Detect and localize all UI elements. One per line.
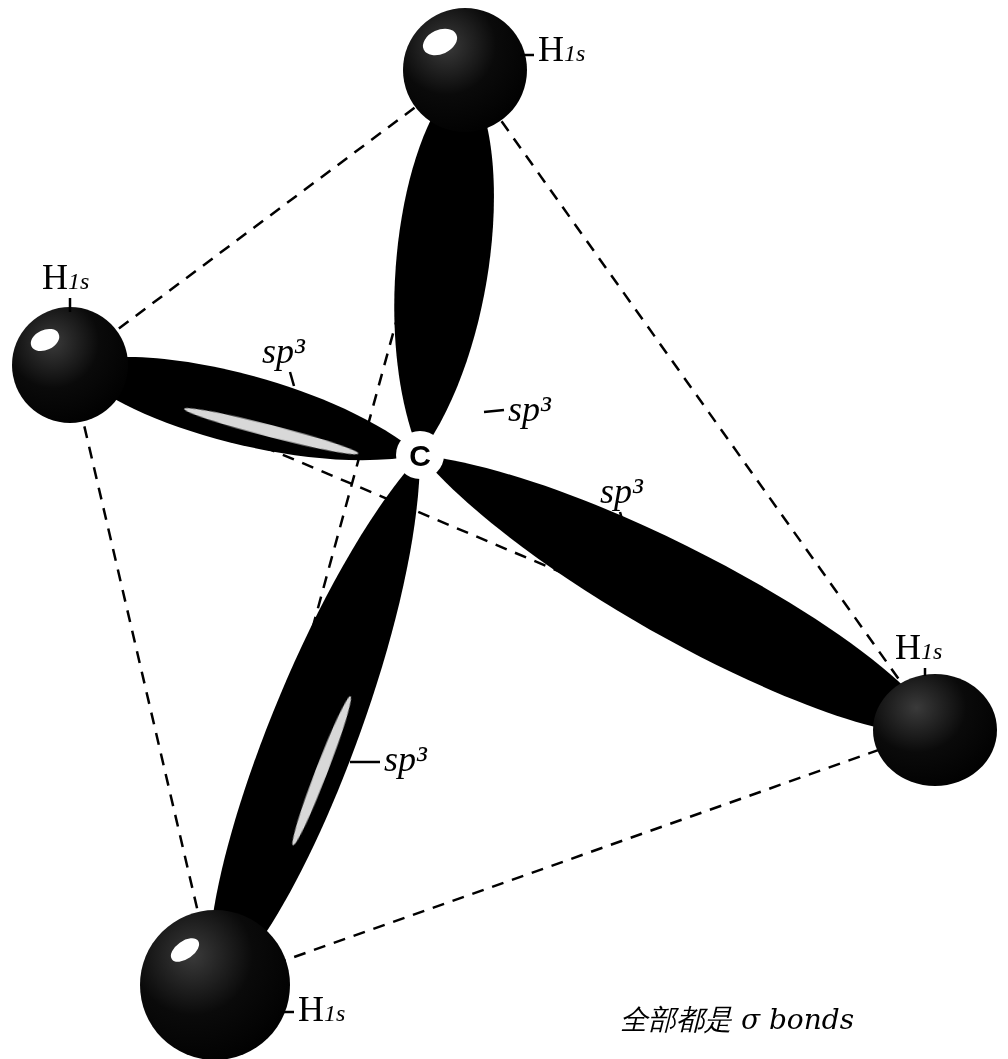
h-1s-orbitals bbox=[12, 8, 997, 1059]
orbital-label: sp³ bbox=[384, 740, 427, 780]
lobe-highlights bbox=[183, 403, 360, 848]
orbital-label: H1s bbox=[42, 258, 89, 298]
orbital-label: sp³ bbox=[508, 390, 551, 430]
ball-highlights bbox=[27, 24, 461, 967]
leader-lines bbox=[70, 55, 925, 1012]
orbital-label: sp³ bbox=[600, 472, 643, 512]
atom-label: C bbox=[409, 439, 431, 472]
orbital-label: H1s bbox=[298, 990, 345, 1030]
handwritten-note: 全部都是 σ bonds bbox=[620, 1005, 854, 1036]
orbital-label: sp³ bbox=[262, 332, 305, 372]
sp3-lobes bbox=[81, 84, 939, 982]
orbital-label: H1s bbox=[538, 30, 585, 70]
orbital-label: H1s bbox=[895, 628, 942, 668]
carbon-center bbox=[396, 431, 444, 479]
